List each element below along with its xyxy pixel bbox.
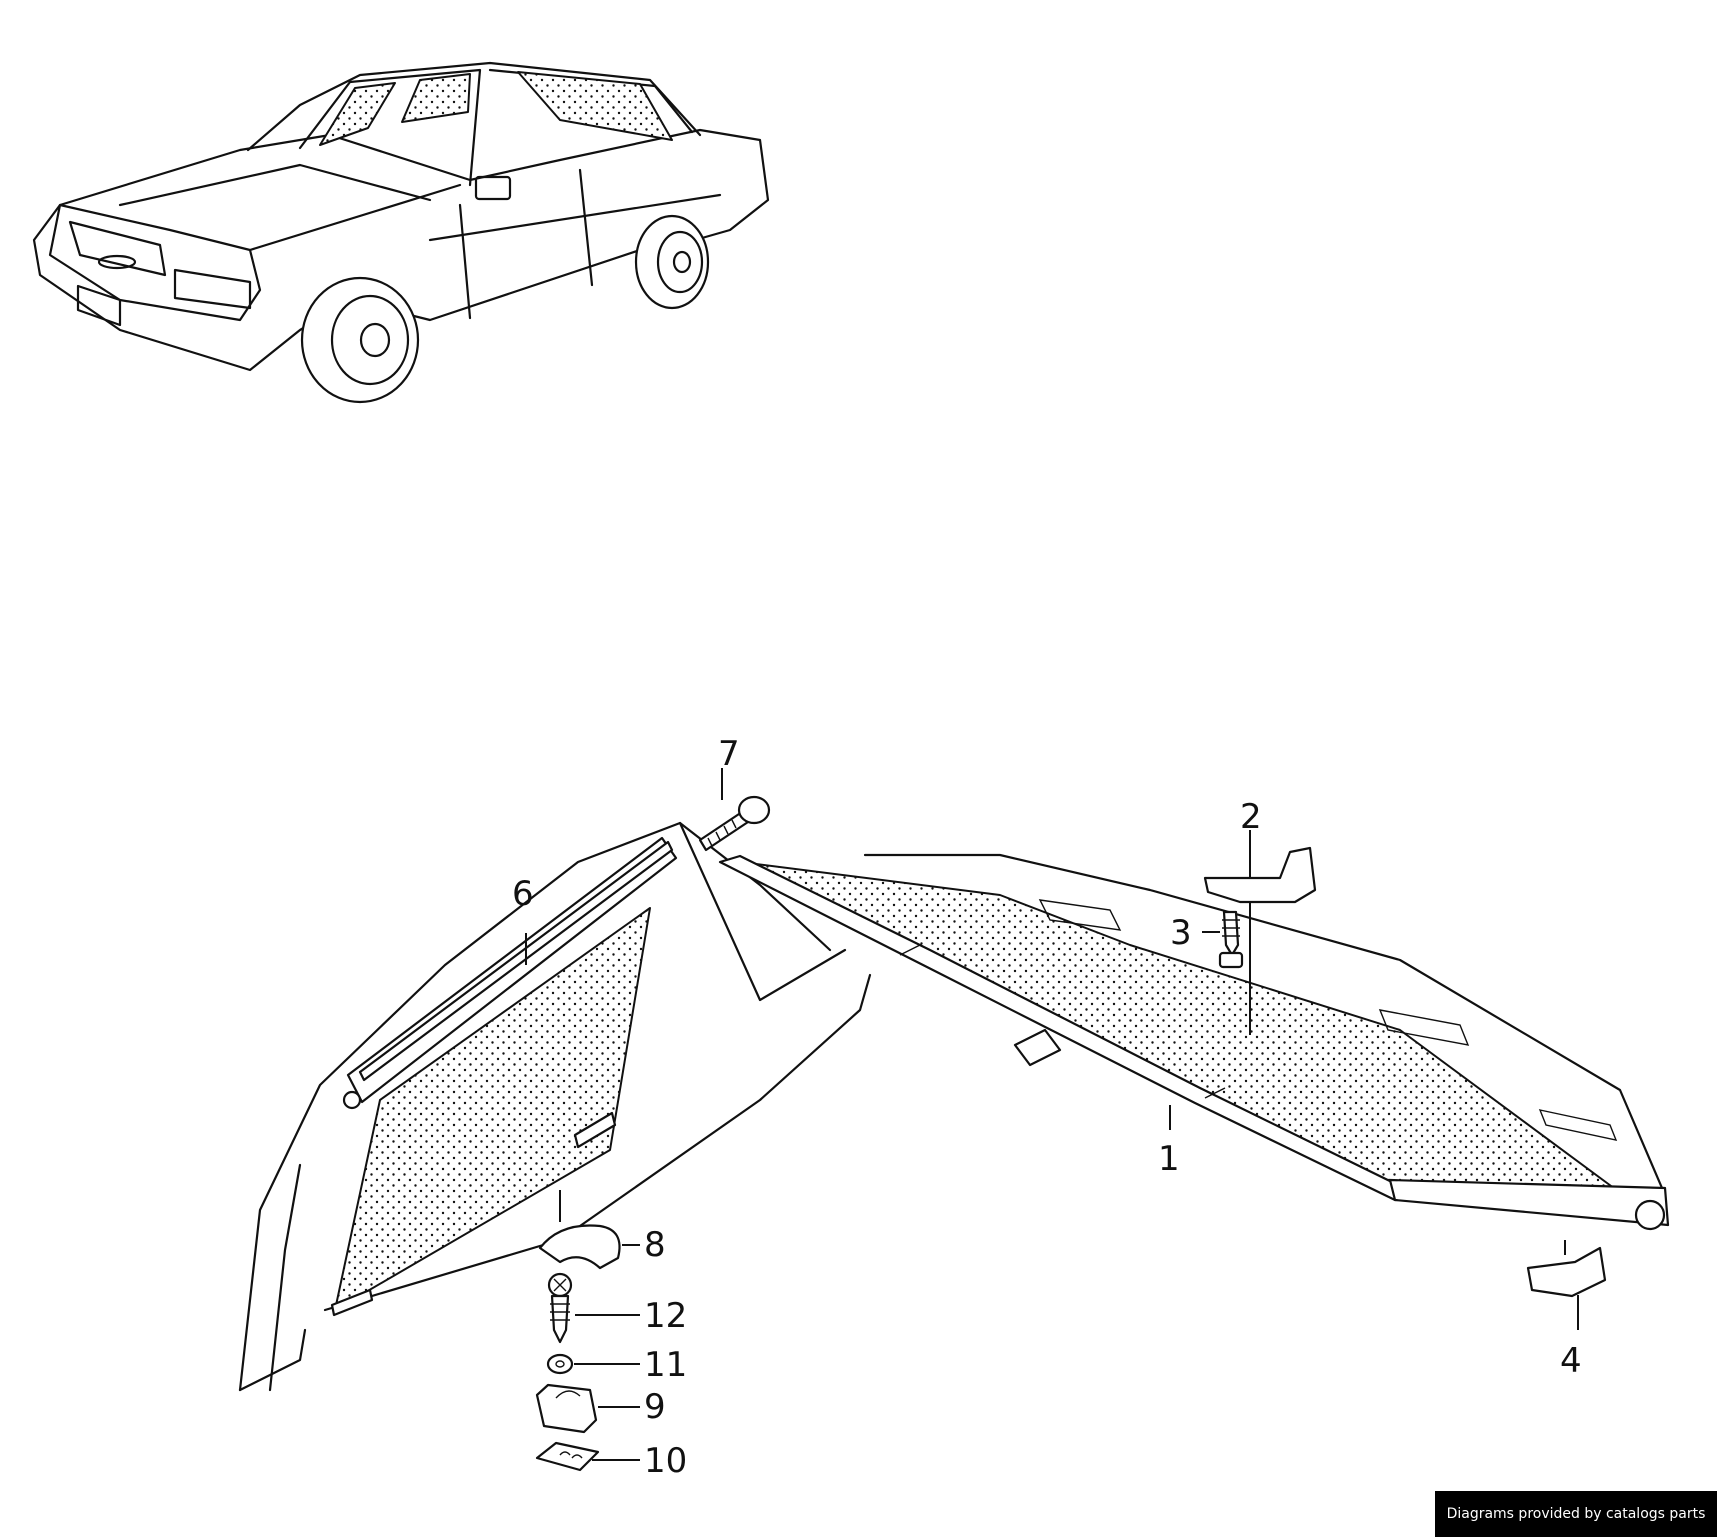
rear-window-sunshade	[718, 853, 1670, 1231]
callout-10: 10	[644, 1441, 687, 1481]
callout-1: 1	[1158, 1139, 1180, 1179]
washer-part-11	[546, 1353, 574, 1375]
adhesive-pad-part-10	[535, 1441, 600, 1472]
callout-7: 7	[718, 734, 740, 774]
callout-12: 12	[644, 1296, 687, 1336]
cover-cap-part-8	[538, 1224, 621, 1270]
callout-8: 8	[644, 1225, 666, 1265]
bracket-part-4	[1526, 1246, 1607, 1298]
mounting-block-part-9	[535, 1383, 598, 1434]
callout-labels: 1 2 3 4 6 7 8 9 10 11 12	[512, 734, 1582, 1481]
callout-6: 6	[512, 874, 534, 914]
credit-banner: Diagrams provided by catalogs parts	[1435, 1491, 1717, 1537]
screw-part-7	[698, 795, 771, 852]
leader-lines	[525, 768, 1579, 1461]
screw-part-3	[1218, 910, 1244, 969]
screw-part-12	[547, 1272, 573, 1344]
side-window-sunshade	[330, 836, 678, 1317]
callout-4: 4	[1560, 1341, 1582, 1381]
callout-11: 11	[644, 1345, 687, 1385]
callout-3: 3	[1170, 913, 1192, 953]
clip-part-2	[1203, 846, 1317, 904]
callout-9: 9	[644, 1387, 666, 1427]
callout-2: 2	[1240, 797, 1262, 837]
car-overview-illustration	[32, 61, 770, 404]
